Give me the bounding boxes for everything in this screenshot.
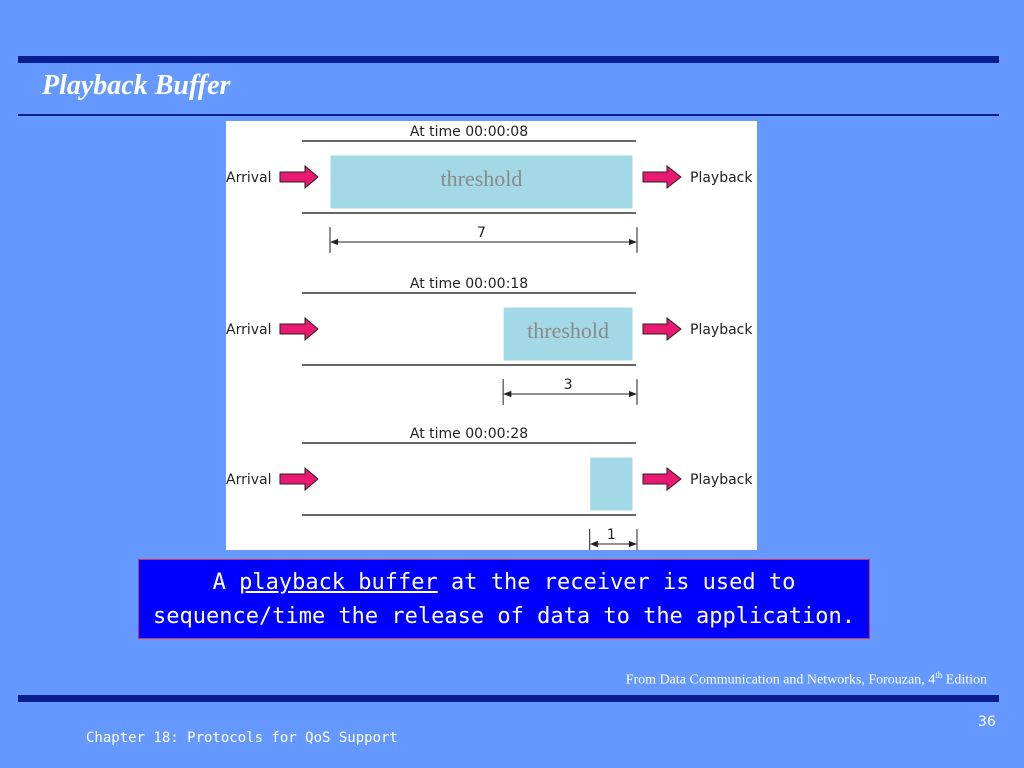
caption-rest: at the receiver is used to sequence/time…	[153, 570, 855, 629]
snapshot-time-label: At time 00:00:08	[410, 124, 528, 140]
buffer-size-label: 7	[477, 225, 486, 241]
credit-end: Edition	[942, 672, 987, 688]
arrival-arrow	[279, 164, 319, 190]
arrival-arrow	[279, 466, 319, 492]
playback-label: Playback	[690, 170, 753, 186]
threshold-label: threshold	[441, 166, 523, 191]
playback-arrow	[642, 316, 682, 342]
credit-main: From Data Communication and Networks, Fo…	[625, 672, 936, 688]
page-number: 36	[978, 714, 996, 730]
footer-chapter: Chapter 18: Protocols for QoS Support	[86, 730, 398, 746]
credit-superscript: th	[935, 670, 943, 680]
buffer-fill	[502, 306, 634, 362]
playback-arrow	[642, 466, 682, 492]
buffer-fill	[329, 154, 634, 210]
arrival-arrow	[279, 316, 319, 342]
buffer-fill	[589, 456, 634, 512]
buffer-size-label: 3	[564, 377, 573, 393]
playback-label: Playback	[690, 472, 753, 488]
caption-term: playback buffer	[239, 570, 438, 595]
bottom-divider	[18, 695, 999, 702]
snapshot-time-label: At time 00:00:28	[410, 426, 528, 442]
playback-label: Playback	[690, 322, 753, 338]
source-credit: From Data Communication and Networks, Fo…	[626, 670, 987, 689]
snapshot-time-label: At time 00:00:18	[410, 276, 528, 292]
caption-box: A playback buffer at the receiver is use…	[138, 559, 870, 639]
top-divider	[18, 56, 999, 63]
arrival-label: Arrival	[226, 322, 272, 338]
title-divider	[18, 114, 999, 116]
slide-title: Playback Buffer	[42, 70, 231, 101]
arrival-label: Arrival	[226, 170, 272, 186]
buffer-size-label: 1	[607, 527, 616, 543]
arrival-label: Arrival	[226, 472, 272, 488]
caption-prefix: A	[212, 570, 240, 595]
threshold-label: threshold	[527, 318, 609, 343]
playback-arrow	[642, 164, 682, 190]
